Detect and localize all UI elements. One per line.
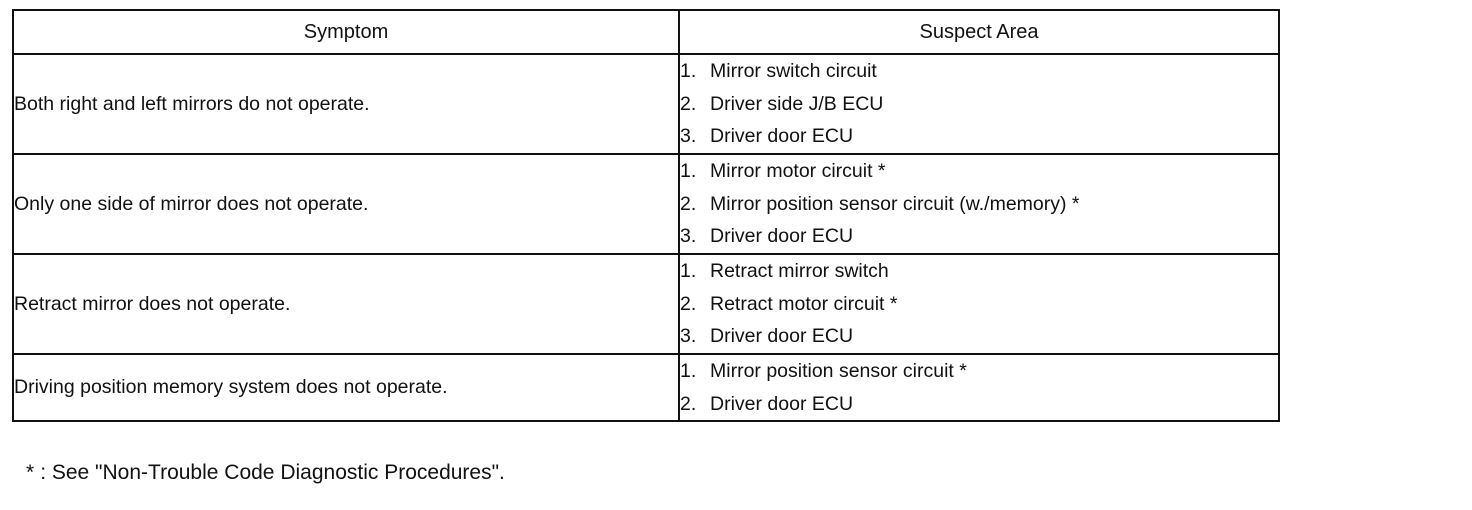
header-suspect-area: Suspect Area — [678, 9, 1280, 55]
symptom-cell: Driving position memory system does not … — [12, 353, 680, 422]
footnote-text: : See "Non-Trouble Code Diagnostic Proce… — [40, 461, 505, 484]
suspect-item-text: Mirror motor circuit * — [710, 160, 886, 183]
suspect-item: 2. Retract motor circuit * — [680, 288, 1278, 321]
table-row: Only one side of mirror does not operate… — [12, 153, 1280, 255]
suspect-item: 1. Retract mirror switch — [680, 255, 1278, 288]
suspect-item-number: 2. — [680, 292, 697, 315]
symptom-cell: Only one side of mirror does not operate… — [12, 153, 680, 255]
suspect-item-number: 2. — [680, 92, 697, 115]
suspect-item: 2. Mirror position sensor circuit (w./me… — [680, 188, 1278, 221]
suspect-item: 3. Driver door ECU — [680, 120, 1278, 153]
footnote-asterisk: * — [26, 461, 35, 484]
suspect-area-cell: 1. Mirror position sensor circuit * 2. D… — [678, 353, 1280, 422]
suspect-item-number: 2. — [680, 192, 697, 215]
suspect-item-text: Mirror switch circuit — [710, 60, 877, 83]
suspect-item-text: Driver door ECU — [710, 225, 854, 248]
suspect-item: 2. Driver door ECU — [680, 388, 1278, 421]
suspect-item-text: Driver door ECU — [710, 392, 854, 415]
suspect-item: 3. Driver door ECU — [680, 320, 1278, 353]
suspect-item-text: Retract mirror switch — [710, 260, 889, 283]
suspect-item-number: 1. — [680, 260, 697, 283]
suspect-item: 1. Mirror switch circuit — [680, 55, 1278, 88]
suspect-item-number: 1. — [680, 160, 697, 183]
suspect-item-number: 3. — [680, 325, 697, 348]
suspect-item-text: Driver side J/B ECU — [710, 92, 884, 115]
table-row: Retract mirror does not operate. 1. Retr… — [12, 253, 1280, 355]
symptom-cell: Both right and left mirrors do not opera… — [12, 53, 680, 155]
suspect-item-text: Retract motor circuit * — [710, 292, 898, 315]
table-row: Driving position memory system does not … — [12, 353, 1280, 422]
troubleshooting-table: Symptom Suspect Area Both right and left… — [12, 9, 1280, 422]
footnote: *: See "Non-Trouble Code Diagnostic Proc… — [26, 461, 505, 485]
suspect-area-cell: 1. Mirror motor circuit * 2. Mirror posi… — [678, 153, 1280, 255]
suspect-item-number: 3. — [680, 125, 697, 148]
troubleshooting-table-container: Symptom Suspect Area Both right and left… — [12, 9, 1280, 422]
suspect-item-number: 1. — [680, 360, 697, 382]
suspect-item: 2. Driver side J/B ECU — [680, 88, 1278, 121]
suspect-item-text: Driver door ECU — [710, 325, 854, 348]
suspect-item-number: 1. — [680, 60, 697, 83]
header-symptom: Symptom — [12, 9, 680, 55]
symptom-cell: Retract mirror does not operate. — [12, 253, 680, 355]
table-header-row: Symptom Suspect Area — [12, 9, 1280, 55]
suspect-item-text: Mirror position sensor circuit (w./memor… — [710, 192, 1080, 215]
suspect-item: 3. Driver door ECU — [680, 220, 1278, 253]
suspect-item-text: Mirror position sensor circuit * — [710, 360, 967, 382]
table-row: Both right and left mirrors do not opera… — [12, 53, 1280, 155]
suspect-item: 1. Mirror position sensor circuit * — [680, 355, 1278, 388]
suspect-item-number: 3. — [680, 225, 697, 248]
suspect-area-cell: 1. Retract mirror switch 2. Retract moto… — [678, 253, 1280, 355]
suspect-area-cell: 1. Mirror switch circuit 2. Driver side … — [678, 53, 1280, 155]
suspect-item-text: Driver door ECU — [710, 125, 854, 148]
suspect-item-number: 2. — [680, 392, 697, 415]
suspect-item: 1. Mirror motor circuit * — [680, 155, 1278, 188]
